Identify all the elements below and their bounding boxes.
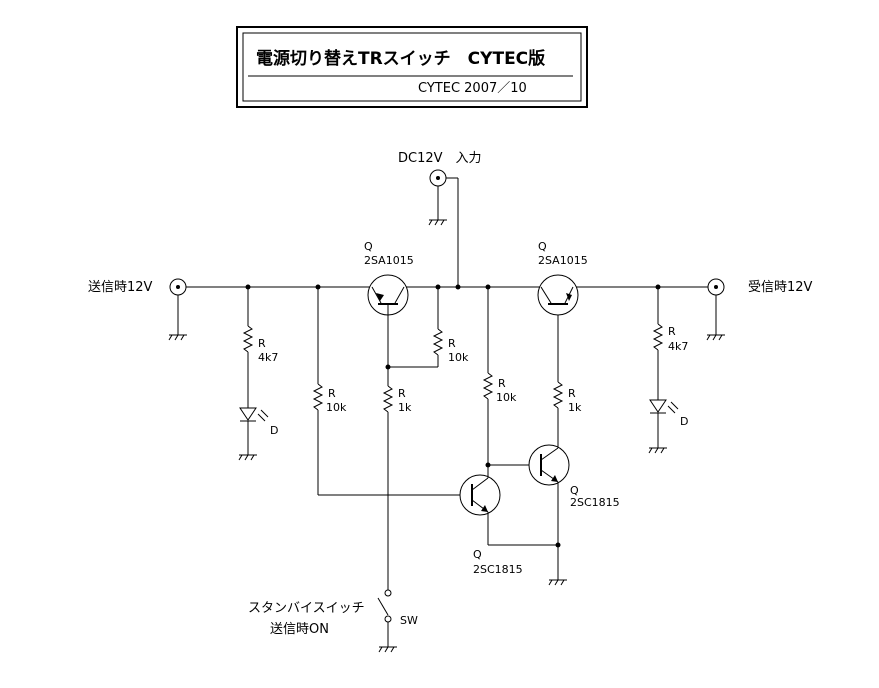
q3-ref: Q xyxy=(473,548,482,561)
rx-12v-jack: 受信時12V xyxy=(706,278,813,341)
r-tx-pull-ref: R xyxy=(328,387,336,400)
resistor-q1-be: R 10k xyxy=(433,287,469,367)
r-q1-base-value: 1k xyxy=(398,401,412,414)
dc-input-label: DC12V 入力 xyxy=(398,151,482,166)
q4-ref: Q xyxy=(570,484,579,497)
r-q2-base-ref: R xyxy=(568,387,576,400)
standby-switch-label: スタンバイスイッチ xyxy=(248,601,365,616)
d-left-ref: D xyxy=(270,424,278,437)
q1-part: 2SA1015 xyxy=(364,254,414,267)
dc-input-jack: DC12V 入力 xyxy=(398,151,482,287)
rx-12v-label: 受信時12V xyxy=(748,280,813,295)
r-q1-be-ref: R xyxy=(448,337,456,350)
r-q4-pull-value: 10k xyxy=(496,391,517,404)
transistor-q2: Q 2SA1015 xyxy=(537,240,588,316)
transistor-q3: Q 2SC1815 xyxy=(459,465,558,576)
r-q1-be-value: 10k xyxy=(448,351,469,364)
right-led-branch: R 4k7 D xyxy=(648,287,688,454)
r-led-left-ref: R xyxy=(258,337,266,350)
r-led-left-value: 4k7 xyxy=(258,351,278,364)
title-main: 電源切り替えTRスイッチ CYTEC版 xyxy=(256,48,545,69)
standby-switch-sublabel: 送信時ON xyxy=(270,622,329,637)
left-led-branch: R 4k7 D xyxy=(238,287,278,461)
title-sub: CYTEC 2007／10 xyxy=(418,81,527,96)
transistor-q4: Q 2SC1815 xyxy=(528,444,620,586)
r-tx-pull-value: 10k xyxy=(326,401,347,414)
junction-dots xyxy=(245,284,661,548)
d-right-ref: D xyxy=(680,415,688,428)
q1-ref: Q xyxy=(364,240,373,253)
resistor-tx-pull: R 10k xyxy=(313,287,472,496)
tx-12v-jack: 送信時12V xyxy=(88,278,188,341)
r-led-right-ref: R xyxy=(668,325,676,338)
switch-ref: SW xyxy=(400,614,418,627)
resistor-q1-base: R 1k xyxy=(383,367,412,590)
transistor-q1: Q 2SA1015 xyxy=(364,240,438,368)
q3-part: 2SC1815 xyxy=(473,563,523,576)
r-q2-base-value: 1k xyxy=(568,401,582,414)
r-q4-pull-ref: R xyxy=(498,377,506,390)
q2-ref: Q xyxy=(538,240,547,253)
r-led-right-value: 4k7 xyxy=(668,340,688,353)
q4-part: 2SC1815 xyxy=(570,496,620,509)
resistor-q2-base: R 1k xyxy=(553,304,582,448)
standby-switch: SW スタンバイスイッチ 送信時ON xyxy=(248,589,418,653)
title-block: 電源切り替えTRスイッチ CYTEC版 CYTEC 2007／10 xyxy=(236,26,588,108)
q2-part: 2SA1015 xyxy=(538,254,588,267)
r-q1-base-ref: R xyxy=(398,387,406,400)
tx-12v-label: 送信時12V xyxy=(88,280,153,295)
resistor-q4-pull: R 10k xyxy=(483,287,540,466)
